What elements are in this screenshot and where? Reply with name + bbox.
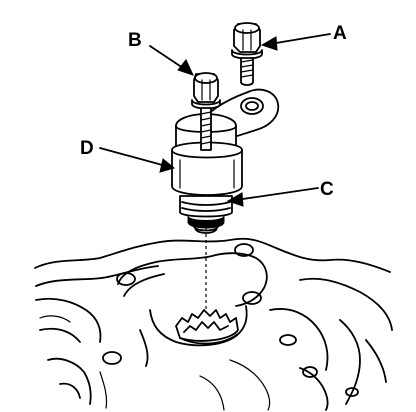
driven-gear: [175, 309, 239, 345]
callout-b: B: [128, 30, 142, 51]
callout-c: C: [320, 179, 334, 200]
bolt-b: [191, 72, 221, 151]
sensor-assembly: [171, 88, 280, 234]
bolt-a: [231, 22, 263, 86]
transmission-housing: [34, 228, 393, 411]
callout-d: D: [80, 138, 94, 159]
leader-arrows: [99, 33, 331, 207]
callout-a: A: [333, 23, 347, 44]
